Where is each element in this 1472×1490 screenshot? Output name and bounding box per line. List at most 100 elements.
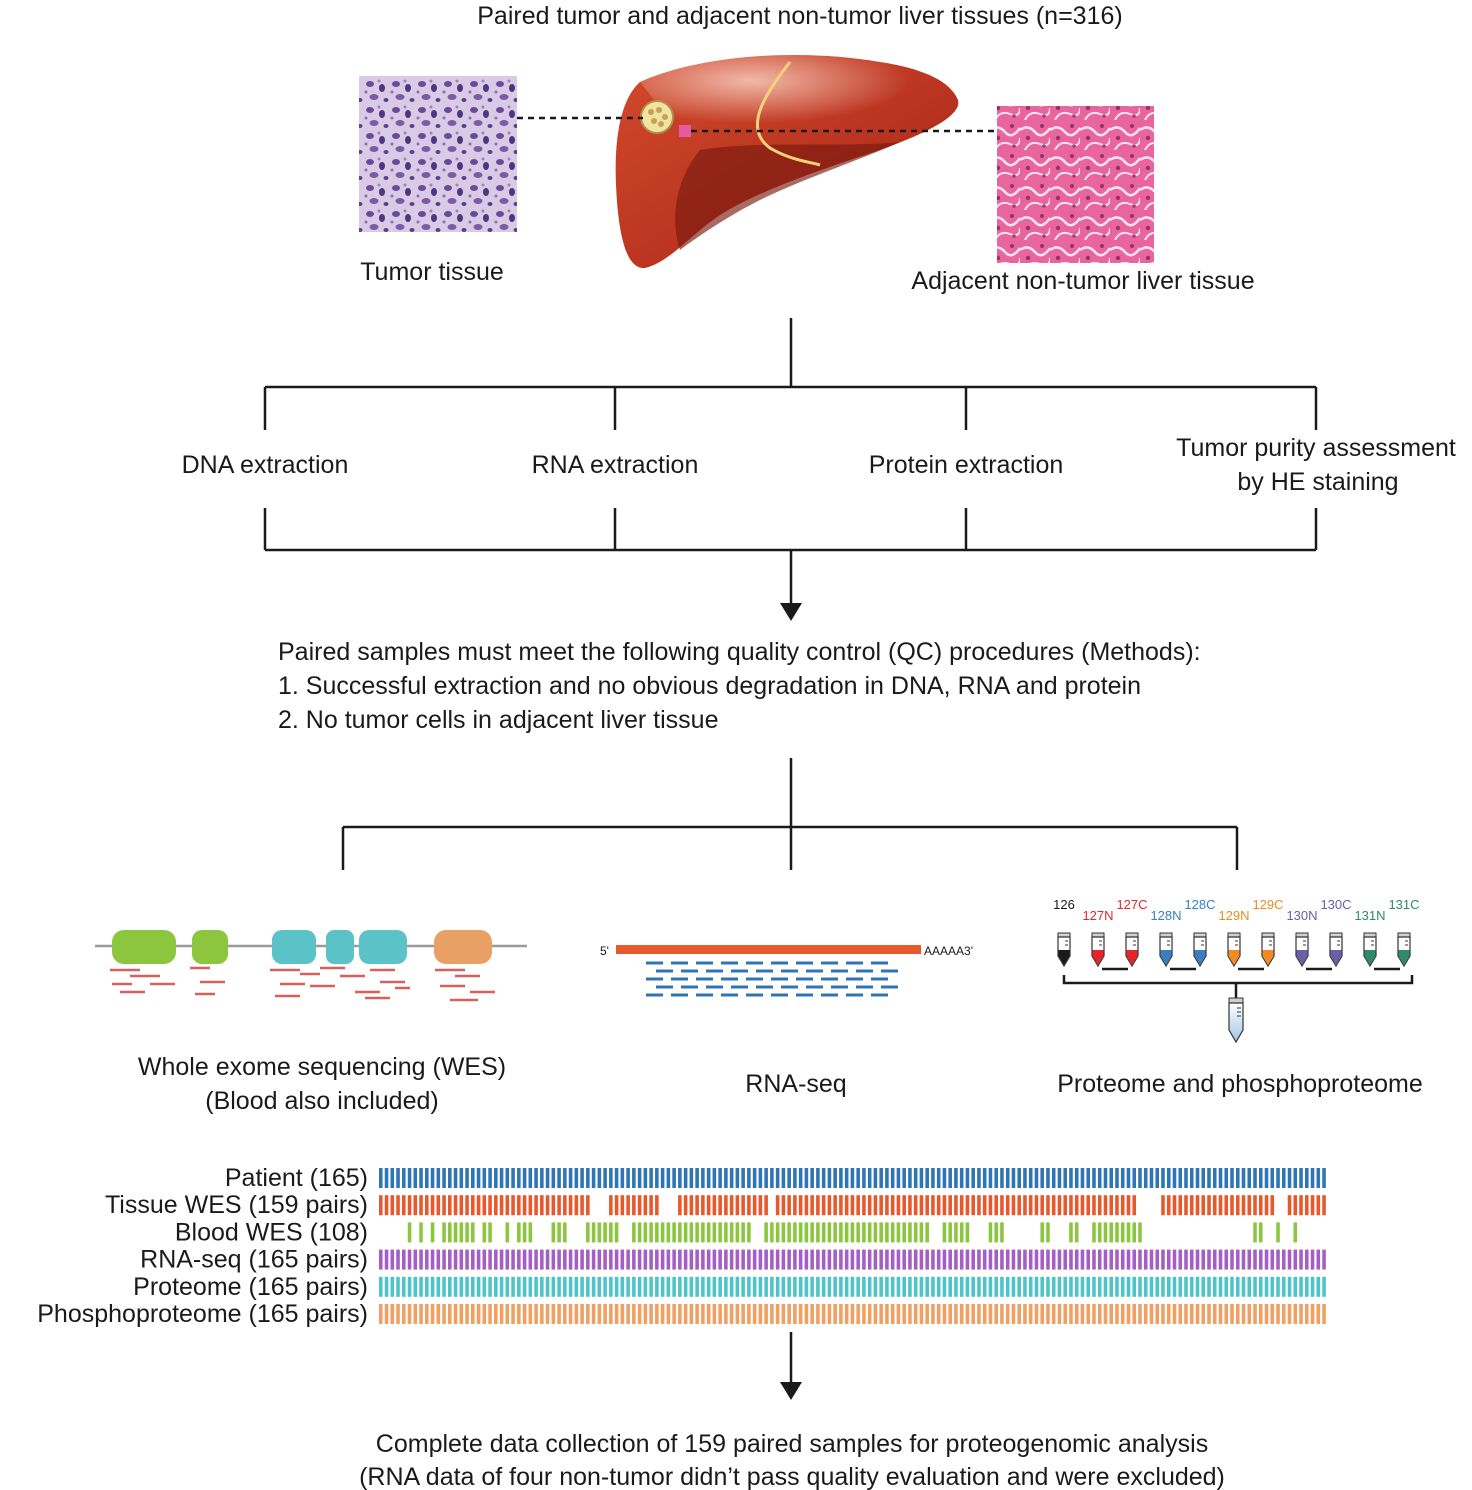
availability-sample-mark [402, 1249, 406, 1270]
availability-sample-mark [620, 1168, 625, 1188]
availability-sample-mark [816, 1222, 820, 1243]
availability-sample-mark [1138, 1304, 1142, 1324]
availability-sample-mark [752, 1304, 757, 1324]
availability-sample-mark [419, 1276, 423, 1297]
availability-row-label: Phosphoproteome (165 pairs) [37, 1300, 368, 1328]
availability-sample-mark [988, 1168, 993, 1188]
availability-sample-mark [1109, 1195, 1114, 1216]
availability-sample-mark [522, 1168, 527, 1188]
availability-sample-mark [1097, 1195, 1102, 1216]
availability-sample-mark [775, 1276, 780, 1297]
availability-sample-mark [442, 1276, 446, 1297]
availability-sample-mark [1310, 1249, 1315, 1270]
availability-sample-mark [821, 1195, 826, 1216]
availability-sample-mark [597, 1222, 602, 1243]
availability-sample-mark [660, 1249, 665, 1270]
availability-sample-mark [413, 1249, 418, 1270]
availability-sample-mark [1149, 1249, 1154, 1270]
availability-sample-mark [1017, 1304, 1021, 1324]
availability-sample-mark [954, 1195, 958, 1216]
tmt-channel-label: 130N [1286, 908, 1317, 923]
availability-sample-mark [1080, 1249, 1085, 1270]
availability-sample-mark [764, 1222, 768, 1243]
availability-sample-mark [1120, 1222, 1125, 1243]
availability-sample-mark [488, 1195, 492, 1216]
conclusion-line1: Complete data collection of 159 paired s… [376, 1430, 1208, 1458]
availability-sample-mark [982, 1276, 987, 1297]
availability-sample-mark [1074, 1249, 1079, 1270]
availability-sample-mark [1247, 1276, 1252, 1297]
availability-sample-mark [919, 1276, 924, 1297]
availability-sample-mark [752, 1276, 757, 1297]
availability-sample-mark [545, 1168, 550, 1188]
availability-sample-mark [1028, 1195, 1033, 1216]
availability-sample-mark [390, 1304, 395, 1324]
availability-sample-mark [1028, 1304, 1033, 1324]
availability-sample-mark [413, 1276, 418, 1297]
availability-sample-mark [597, 1276, 602, 1297]
five-prime-label: 5' [600, 944, 609, 958]
availability-sample-mark [1092, 1304, 1096, 1324]
availability-sample-mark [931, 1276, 935, 1297]
availability-sample-mark [563, 1222, 567, 1243]
availability-sample-mark [1322, 1276, 1326, 1297]
availability-sample-mark [419, 1222, 423, 1243]
availability-sample-mark [1086, 1276, 1091, 1297]
availability-sample-mark [396, 1276, 400, 1297]
availability-sample-mark [603, 1222, 607, 1243]
availability-sample-mark [1046, 1249, 1050, 1270]
availability-sample-mark [1195, 1168, 1200, 1188]
availability-sample-mark [614, 1222, 619, 1243]
availability-sample-mark [729, 1276, 734, 1297]
availability-sample-mark [706, 1168, 711, 1188]
availability-sample-mark [1258, 1222, 1263, 1243]
availability-sample-mark [747, 1304, 751, 1324]
availability-sample-mark [827, 1195, 832, 1216]
availability-sample-mark [425, 1195, 429, 1216]
availability-sample-mark [1126, 1276, 1131, 1297]
availability-sample-mark [637, 1249, 642, 1270]
availability-sample-mark [471, 1249, 475, 1270]
availability-sample-mark [1069, 1304, 1073, 1324]
availability-sample-mark [1109, 1168, 1114, 1188]
availability-sample-mark [804, 1168, 809, 1188]
wes-illustration [95, 930, 527, 1002]
availability-sample-mark [850, 1195, 855, 1216]
availability-sample-mark [1023, 1276, 1027, 1297]
availability-sample-mark [902, 1249, 906, 1270]
availability-sample-mark [925, 1276, 929, 1297]
availability-sample-mark [1207, 1195, 1211, 1216]
tmt-channel-label: 128C [1184, 897, 1215, 912]
availability-sample-mark [1063, 1249, 1067, 1270]
availability-sample-mark [528, 1304, 533, 1324]
availability-sample-mark [1155, 1304, 1160, 1324]
availability-sample-mark [1126, 1168, 1131, 1188]
availability-sample-mark [488, 1304, 492, 1324]
availability-sample-mark [804, 1276, 809, 1297]
availability-sample-mark [844, 1249, 849, 1270]
availability-sample-mark [919, 1195, 924, 1216]
availability-sample-mark [844, 1195, 849, 1216]
availability-sample-mark [856, 1304, 860, 1324]
availability-sample-mark [718, 1304, 722, 1324]
availability-sample-mark [1161, 1304, 1165, 1324]
availability-sample-mark [695, 1195, 699, 1216]
availability-sample-mark [1258, 1168, 1263, 1188]
availability-sample-mark [1000, 1222, 1004, 1243]
purity-assessment-label-line1: Tumor purity assessment [1176, 434, 1456, 462]
availability-sample-mark [1235, 1249, 1240, 1270]
availability-sample-mark [1034, 1276, 1039, 1297]
availability-sample-mark [982, 1249, 987, 1270]
availability-sample-mark [810, 1195, 814, 1216]
availability-sample-mark [959, 1276, 964, 1297]
availability-sample-mark [666, 1276, 671, 1297]
availability-sample-mark [1138, 1276, 1142, 1297]
pooled-sample-tube [1228, 997, 1244, 1044]
availability-sample-mark [551, 1222, 556, 1243]
availability-sample-mark [580, 1168, 584, 1188]
methods-tree [341, 758, 1239, 870]
availability-sample-mark [919, 1168, 924, 1188]
availability-sample-mark [442, 1195, 446, 1216]
availability-sample-mark [1281, 1249, 1286, 1270]
tmt-tube [1227, 932, 1241, 968]
